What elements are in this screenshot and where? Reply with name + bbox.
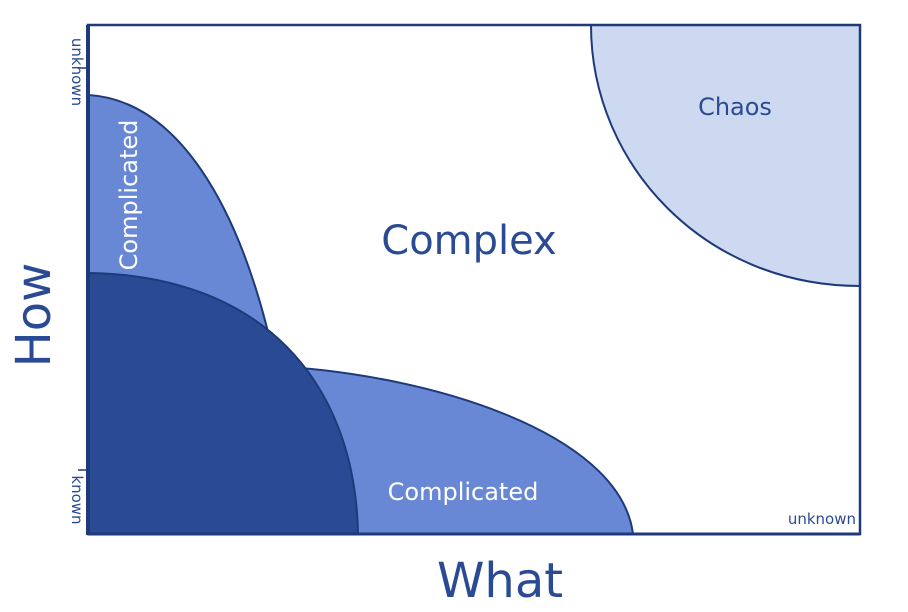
y-axis-label: How — [6, 263, 62, 368]
region-label-complicated-what: Complicated — [388, 478, 539, 506]
x-axis-label: What — [437, 553, 563, 609]
region-label-complex: Complex — [381, 218, 556, 264]
complicated-what-region — [267, 364, 635, 535]
simple-region — [87, 271, 360, 535]
y-axis-top-label: unknown — [68, 38, 86, 106]
x-axis-end-label: unknown — [788, 510, 856, 528]
y-axis-bottom-label: known — [68, 475, 86, 524]
chaos-region — [589, 24, 861, 288]
region-label-chaos: Chaos — [698, 93, 772, 121]
region-label-complicated-how: Complicated — [115, 120, 143, 271]
